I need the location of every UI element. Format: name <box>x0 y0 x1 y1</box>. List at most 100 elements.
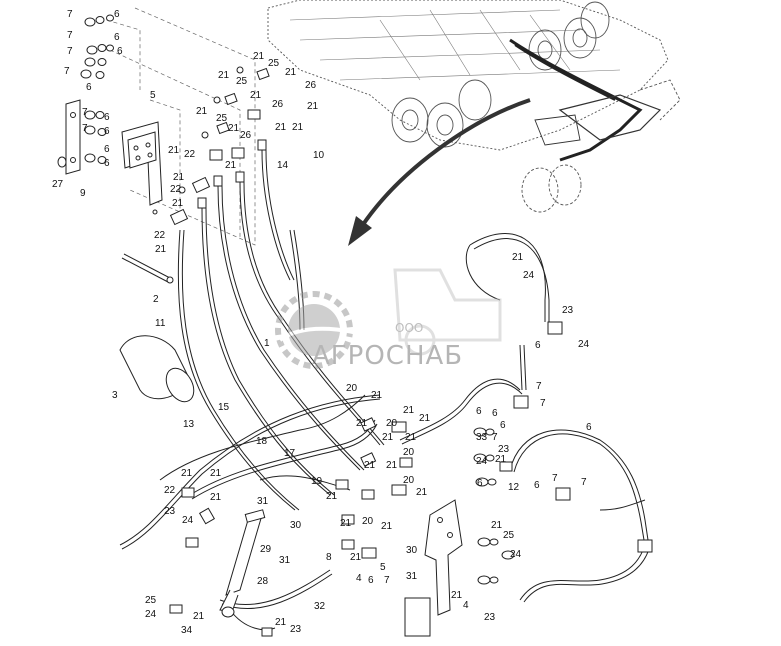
callout-label: 9 <box>80 188 86 199</box>
callout-label: 7 <box>492 432 498 443</box>
callout-label: 18 <box>256 436 268 447</box>
callout-label: 21 <box>386 460 398 471</box>
callout-label: 21 <box>168 145 180 156</box>
callout-label: 21 <box>307 101 319 112</box>
callout-label: 20 <box>403 447 415 458</box>
callout-label: 21 <box>173 172 185 183</box>
callout-label: 21 <box>381 521 393 532</box>
callout-label: 20 <box>362 516 374 527</box>
callout-label: 23 <box>498 444 510 455</box>
callout-label: 7 <box>384 575 390 586</box>
mounting-plate-bracket <box>65 99 163 215</box>
callout-label: 22 <box>170 184 182 195</box>
callout-label: 6 <box>476 406 482 417</box>
hose-support-bracket <box>404 499 463 637</box>
callout-label: 21 <box>340 518 352 529</box>
callout-label: 12 <box>508 482 520 493</box>
callout-label: 24 <box>182 515 194 526</box>
callout-label: 23 <box>164 506 176 517</box>
callout-label: 21 <box>172 198 184 209</box>
callout-label: 21 <box>155 244 167 255</box>
callout-label: 1 <box>264 338 270 349</box>
hydraulic-cylinder <box>219 509 266 618</box>
callout-label: 6 <box>104 112 110 123</box>
callout-label: 21 <box>364 460 376 471</box>
callout-label: 5 <box>150 90 156 101</box>
callout-label: 17 <box>284 448 296 459</box>
callout-label: 26 <box>305 80 317 91</box>
callout-label: 6 <box>86 82 92 93</box>
washer-nut-set <box>57 14 114 168</box>
callout-label: 23 <box>290 624 302 635</box>
callout-label: 11 <box>155 318 166 329</box>
watermark-prefix: ООО <box>395 321 423 335</box>
callout-label: 21 <box>193 611 205 622</box>
callout-label: 6 <box>500 420 506 431</box>
callout-label: 31 <box>257 496 269 507</box>
lock-pin <box>121 253 174 284</box>
callout-label: 22 <box>154 230 166 241</box>
callout-label: 25 <box>145 595 157 606</box>
callout-label: 21 <box>416 487 428 498</box>
callout-label: 20 <box>403 475 415 486</box>
callout-label: 26 <box>240 130 252 141</box>
callout-label: 7 <box>67 9 73 20</box>
location-arrow <box>348 98 531 246</box>
callout-label: 27 <box>52 179 64 190</box>
callout-label: 13 <box>183 419 195 430</box>
callout-label: 30 <box>406 545 418 556</box>
callout-label: 22 <box>184 149 196 160</box>
hydraulic-hoses <box>119 149 650 631</box>
callout-label: 22 <box>164 485 176 496</box>
callout-label: 24 <box>145 609 157 620</box>
callout-label: 21 <box>403 405 415 416</box>
callout-label: 4 <box>356 573 362 584</box>
callout-label: 7 <box>581 477 587 488</box>
callout-label: 21 <box>451 590 463 601</box>
callout-label: 6 <box>104 126 110 137</box>
callout-label: 21 <box>495 454 507 465</box>
callout-label: 21 <box>292 122 304 133</box>
callout-label: 7 <box>82 123 88 134</box>
callout-label: 7 <box>540 398 546 409</box>
callout-label: 29 <box>260 544 272 555</box>
callout-label: 21 <box>356 418 368 429</box>
callout-labels: 7 6 7 6 7 6 7 6 7 6 7 6 6 6 27 9 5 21 25… <box>52 9 592 636</box>
callout-label: 24 <box>510 549 522 560</box>
assembly-guide-lines <box>99 7 256 246</box>
callout-label: 7 <box>536 381 542 392</box>
callout-label: 15 <box>218 402 230 413</box>
hydraulic-fittings-upper <box>169 66 270 226</box>
callout-label: 21 <box>285 67 297 78</box>
callout-label: 10 <box>313 150 325 161</box>
callout-label: 21 <box>250 90 262 101</box>
callout-label: 2 <box>153 294 159 305</box>
callout-label: 21 <box>253 51 265 62</box>
callout-label: 21 <box>371 390 383 401</box>
callout-label: 23 <box>484 612 496 623</box>
callout-label: 24 <box>476 456 488 467</box>
callout-label: 30 <box>290 520 302 531</box>
callout-label: 6 <box>117 46 123 57</box>
callout-label: 20 <box>386 418 398 429</box>
callout-label: 25 <box>236 76 248 87</box>
callout-label: 21 <box>382 432 394 443</box>
callout-label: 3 <box>112 390 118 401</box>
callout-label: 6 <box>114 9 120 20</box>
hydraulic-fittings-middle <box>169 321 653 637</box>
callout-label: 7 <box>552 473 558 484</box>
protective-sleeve <box>119 335 195 403</box>
callout-label: 21 <box>210 492 222 503</box>
callout-label: 31 <box>406 571 418 582</box>
callout-label: 7 <box>67 46 73 57</box>
callout-label: 21 <box>225 160 237 171</box>
callout-label: 6 <box>114 32 120 43</box>
callout-label: 14 <box>277 160 289 171</box>
callout-label: 4 <box>463 600 469 611</box>
callout-label: 25 <box>268 58 280 69</box>
callout-label: 23 <box>562 305 574 316</box>
washer-stack-right <box>473 427 515 585</box>
callout-label: 21 <box>491 520 503 531</box>
